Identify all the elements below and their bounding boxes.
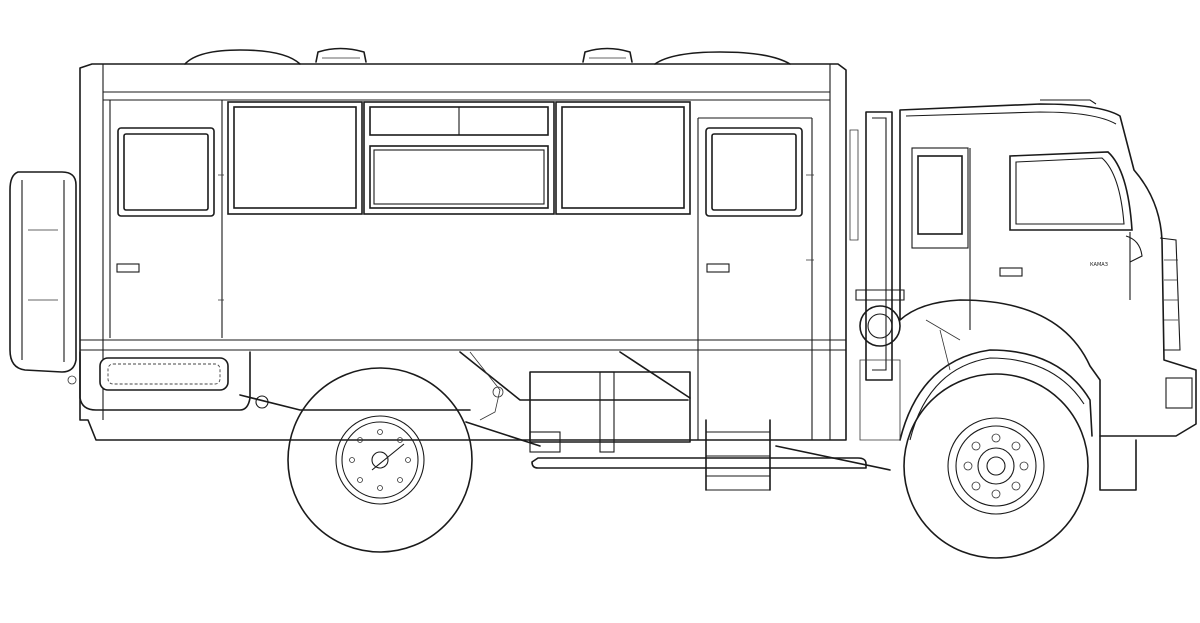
rear-door — [109, 100, 224, 338]
cab: КАМАЗ — [849, 99, 1197, 491]
entry-ladder — [705, 419, 771, 491]
entry-door — [697, 117, 814, 440]
roof-hatches — [184, 47, 791, 65]
passenger-body — [67, 63, 847, 441]
spare-wheel — [9, 171, 77, 373]
front-wheel — [903, 373, 1089, 559]
side-windows — [227, 101, 691, 215]
chassis — [239, 351, 891, 471]
cab-badge: КАМАЗ — [1090, 262, 1108, 268]
rear-wheel — [287, 367, 473, 553]
